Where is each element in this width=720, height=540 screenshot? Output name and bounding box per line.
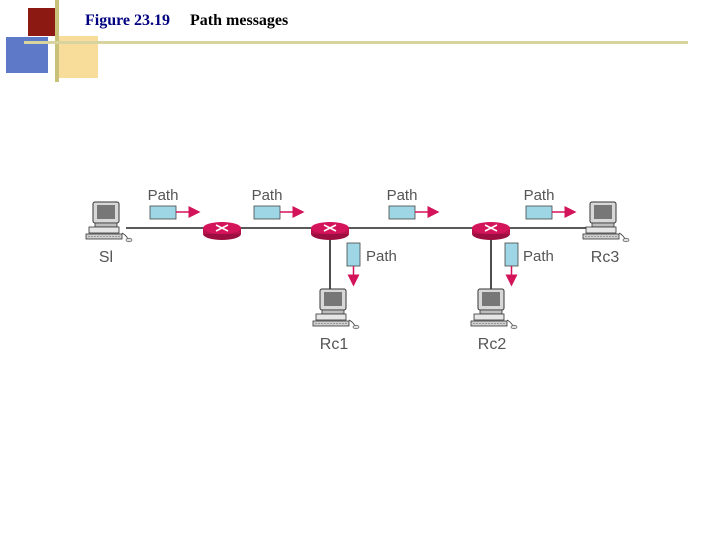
message-3: Path bbox=[387, 187, 440, 220]
path-label: Path bbox=[524, 187, 555, 204]
host-label-sender: Sl bbox=[99, 249, 113, 266]
message-5: Path bbox=[346, 242, 397, 287]
path-label: Path bbox=[387, 187, 418, 204]
figure-label: Figure 23.19 bbox=[85, 12, 171, 29]
message-box-icon bbox=[525, 205, 553, 220]
path-label: Path bbox=[366, 248, 397, 265]
message-box-icon bbox=[253, 205, 281, 220]
message-4: Path bbox=[524, 187, 577, 220]
message-box-icon bbox=[504, 242, 519, 267]
path-label: Path bbox=[148, 187, 179, 204]
slide-title: Figure 23.19 Path messages bbox=[85, 12, 288, 30]
path-label: Path bbox=[252, 187, 283, 204]
host-label-rc1: Rc1 bbox=[320, 336, 349, 353]
host-label-rc2: Rc2 bbox=[478, 336, 507, 353]
decor-horizontal-line bbox=[24, 41, 688, 44]
path-label: Path bbox=[523, 248, 554, 265]
message-box-icon bbox=[149, 205, 177, 220]
router-icon bbox=[310, 221, 350, 241]
message-box-icon bbox=[346, 242, 361, 267]
computer-icon bbox=[582, 201, 630, 243]
router-icon bbox=[202, 221, 242, 241]
computer-icon bbox=[312, 288, 360, 330]
computer-icon bbox=[470, 288, 518, 330]
message-6: Path bbox=[504, 242, 554, 287]
message-1: Path bbox=[148, 187, 201, 220]
message-box-icon bbox=[388, 205, 416, 220]
message-2: Path bbox=[252, 187, 305, 220]
decor-red-square bbox=[28, 8, 55, 36]
computer-icon bbox=[85, 201, 133, 243]
figure-caption: Path messages bbox=[190, 12, 289, 29]
host-label-rc3: Rc3 bbox=[591, 249, 620, 266]
router-icon bbox=[471, 221, 511, 241]
